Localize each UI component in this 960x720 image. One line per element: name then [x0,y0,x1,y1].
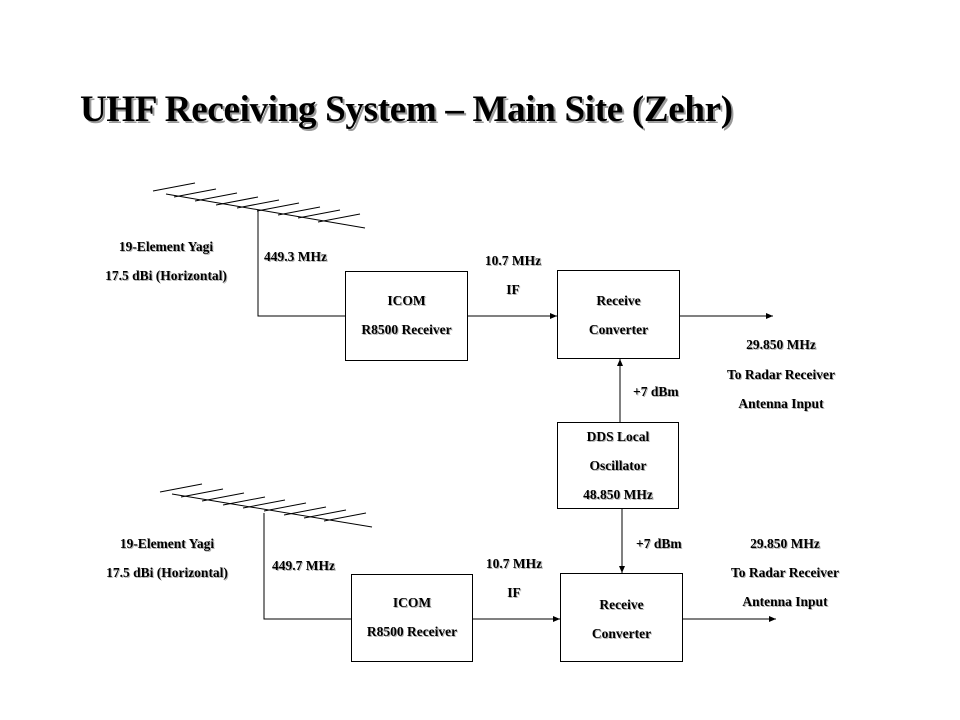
top-converter-line1: Receive [596,293,641,308]
top-receiver-line2: R8500 Receiver [361,322,452,337]
bottom-output-line3: Antenna Input [742,594,828,609]
top-if-label: IF [506,282,520,297]
top-output-line3: Antenna Input [738,396,824,411]
page-title: UHF Receiving System – Main Site (Zehr) [80,89,733,130]
bottom-if-frequency: 10.7 MHz [485,556,543,571]
top-converter-line2: Converter [588,322,649,337]
bottom-output-line2: To Radar Receiver [731,565,839,580]
bottom-output-label: 29.850 MHz To Radar Receiver Antenna Inp… [716,529,854,616]
top-receive-converter-box: Receive Converter [557,270,680,359]
bottom-if-label: IF [507,585,521,600]
top-output-label: 29.850 MHz To Radar Receiver Antenna Inp… [712,330,850,419]
top-antenna-line1: 19-Element Yagi [118,239,214,254]
bottom-converter-line1: Receive [599,597,644,612]
bottom-receiver-line1: ICOM [392,595,432,610]
top-if-frequency: 10.7 MHz [484,253,542,268]
top-output-line1: 29.850 MHz [746,337,816,352]
yagi-antenna-bottom-icon [159,483,373,528]
lo-line3: 48.850 MHz [583,487,653,502]
bottom-receive-converter-box: Receive Converter [560,573,683,662]
bottom-converter-line2: Converter [591,626,652,641]
bottom-rf-frequency: 449.7 MHz [272,558,335,573]
lo-line2: Oscillator [589,458,647,473]
bottom-lo-level: +7 dBm [636,536,682,551]
bottom-antenna-line2: 17.5 dBi (Horizontal) [106,565,228,580]
top-lo-level: +7 dBm [633,384,679,399]
top-antenna-label: 19-Element Yagi 17.5 dBi (Horizontal) [96,232,236,290]
top-feed-line [257,210,345,317]
dds-local-oscillator-box: DDS Local Oscillator 48.850 MHz [557,422,679,509]
top-antenna-line2: 17.5 dBi (Horizontal) [105,268,227,283]
top-output-line2: To Radar Receiver [727,366,835,382]
bottom-output-line1: 29.850 MHz [750,536,820,551]
bottom-receiver-line2: R8500 Receiver [366,624,458,639]
top-receiver-line1: ICOM [387,293,426,308]
yagi-antenna-top-icon [152,182,366,229]
lo-line1: DDS Local [586,429,650,444]
bottom-icom-receiver-box: ICOM R8500 Receiver [351,574,473,662]
bottom-feed-line [263,513,351,620]
top-icom-receiver-box: ICOM R8500 Receiver [345,271,468,361]
bottom-antenna-line1: 19-Element Yagi [119,536,215,551]
bottom-antenna-label: 19-Element Yagi 17.5 dBi (Horizontal) [97,529,237,587]
top-rf-frequency: 449.3 MHz [264,249,327,264]
